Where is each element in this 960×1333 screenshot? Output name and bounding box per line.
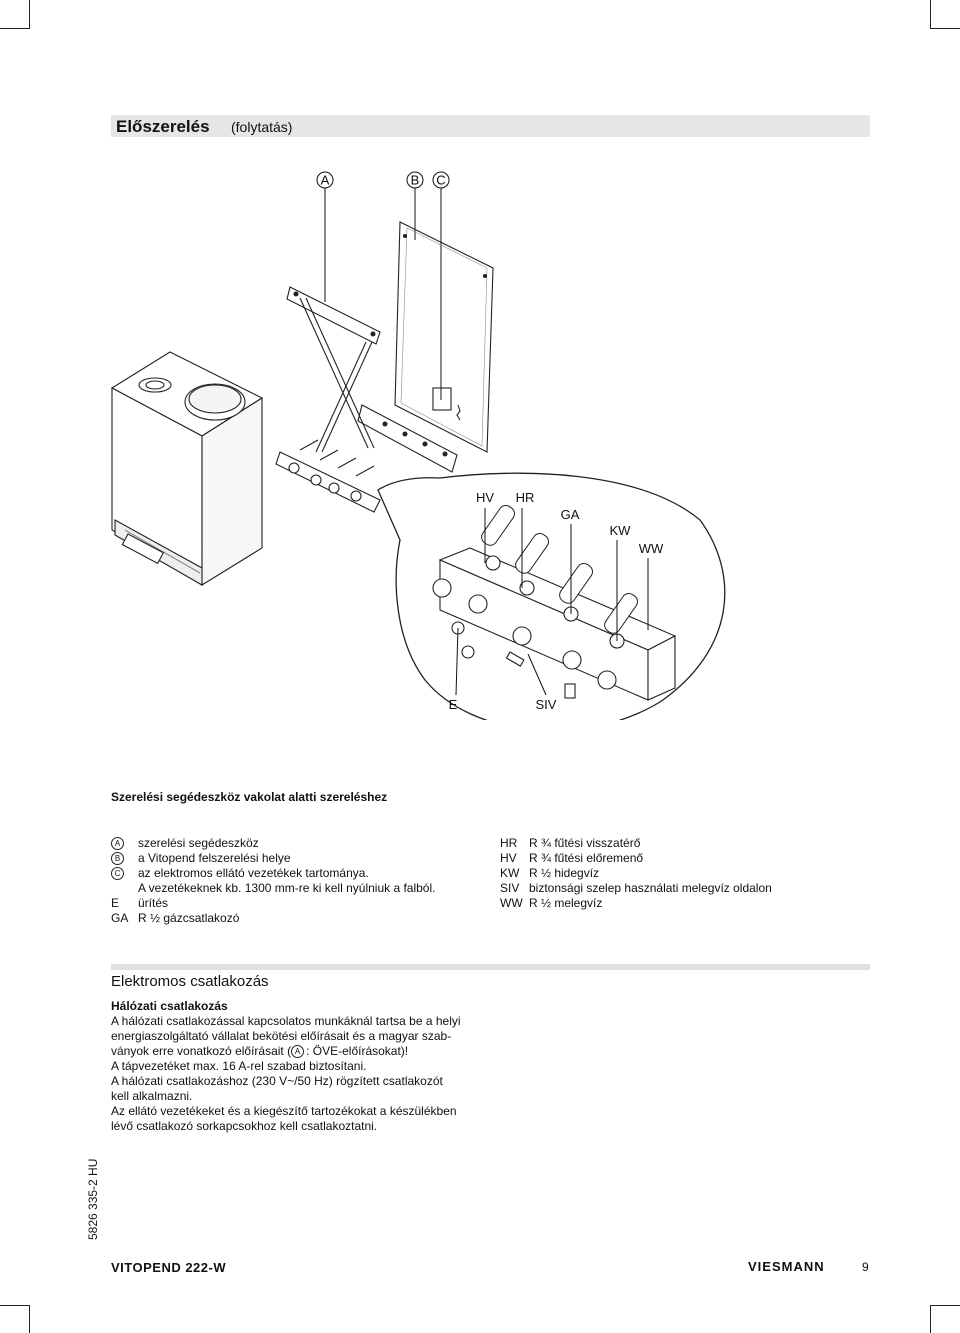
section-body: A hálózati csatlakozással kapcsolatos mu…	[111, 1014, 491, 1134]
callout-b: B	[406, 171, 424, 189]
legend-code: HR	[500, 836, 518, 850]
crop-mark-bl-v	[29, 1305, 30, 1333]
country-ref-badge: A	[291, 1045, 305, 1059]
body-line: Az ellátó vezetékeket és a kiegészítő ta…	[111, 1104, 457, 1118]
label-hr: HR	[516, 490, 535, 505]
legend-text: R ¾ fűtési előremenő	[529, 851, 644, 865]
callout-b-label: B	[411, 173, 420, 188]
body-line: kell alkalmazni.	[111, 1089, 193, 1103]
body-line: A hálózati csatlakozással kapcsolatos mu…	[111, 1014, 461, 1028]
legend-text: biztonsági szelep használati melegvíz ol…	[529, 881, 772, 895]
boiler-unit	[110, 351, 264, 586]
legend-item: HV R ¾ fűtési előremenő	[500, 851, 772, 866]
brand-logo: VIESMANN	[748, 1259, 825, 1274]
crop-mark-tr-h	[930, 28, 960, 29]
legend-text: a Vitopend felszerelési helye	[138, 851, 291, 865]
crop-mark-bl-h	[0, 1305, 30, 1306]
page-subtitle: (folytatás)	[231, 119, 293, 135]
legend-text: A vezetékeknek kb. 1300 mm-re ki kell ny…	[138, 881, 436, 895]
legend-item: WW R ½ melegvíz	[500, 896, 772, 911]
section-title: Elektromos csatlakozás	[111, 973, 269, 990]
connection-leaders	[455, 508, 649, 696]
legend-code	[111, 881, 138, 896]
detail-manifold	[432, 505, 677, 701]
body-line: A tápvezetéket max. 16 A-rel szabad bizt…	[111, 1059, 367, 1073]
section-subtitle: Hálózati csatlakozás	[111, 999, 228, 1013]
label-ww: WW	[639, 541, 664, 556]
body-line: energiaszolgáltató vállalat bekötési elő…	[111, 1029, 452, 1043]
mounting-plate-b	[394, 221, 494, 453]
legend-text: R ½ gázcsatlakozó	[138, 911, 240, 925]
legend-item: GA R ½ gázcsatlakozó	[111, 911, 435, 926]
legend-item: A vezetékeknek kb. 1300 mm-re ki kell ny…	[111, 881, 435, 896]
document-code: 5826 335-2 HU	[86, 1158, 100, 1240]
crop-mark-tr-v	[930, 0, 931, 28]
legend-code: SIV	[500, 881, 520, 895]
label-kw: KW	[610, 523, 632, 538]
legend-code: WW	[500, 896, 523, 910]
installation-frame-a	[275, 286, 458, 513]
product-name: VITOPEND 222-W	[111, 1260, 227, 1275]
body-line: ványok erre vonatkozó előírásait (A: ÖVE…	[111, 1044, 491, 1059]
crop-mark-tl-h	[0, 28, 30, 29]
installation-figure: A B C	[110, 171, 726, 720]
crop-mark-tl-v	[29, 0, 30, 28]
legend-item: KW R ½ hidegvíz	[500, 866, 772, 881]
page-title: Előszerelés	[116, 117, 210, 136]
legend-item: SIV biztonsági szelep használati melegvíz…	[500, 881, 772, 896]
connection-labels: HV HR GA KW WW E SIV	[449, 490, 664, 712]
callout-c: C	[432, 171, 450, 189]
legend-text: R ¾ fűtési visszatérő	[529, 836, 641, 850]
figure-caption: Szerelési segédeszköz vakolat alatti sze…	[111, 790, 388, 804]
callout-a: A	[316, 171, 334, 189]
legend-text: R ½ melegvíz	[529, 896, 603, 910]
legend-right: HR R ¾ fűtési visszatérő HV R ¾ fűtési elő…	[500, 836, 772, 911]
legend-code: HV	[500, 851, 517, 865]
legend-text: ürítés	[138, 896, 169, 910]
crop-mark-br-h	[930, 1305, 960, 1306]
body-line-pre: ványok erre vonatkozó előírásait (	[111, 1044, 292, 1058]
legend-item: HR R ¾ fűtési visszatérő	[500, 836, 772, 851]
legend-text: R ½ hidegvíz	[529, 866, 600, 880]
header-bar	[111, 115, 870, 137]
label-hv: HV	[476, 490, 494, 505]
legend-code: C	[111, 867, 124, 881]
label-e: E	[449, 697, 458, 712]
legend-text: az elektromos ellátó vezetékek tartomány…	[138, 866, 369, 880]
label-siv: SIV	[536, 697, 557, 712]
legend-code: GA	[111, 911, 129, 925]
page-number: 9	[862, 1260, 869, 1274]
crop-mark-br-v	[930, 1305, 931, 1333]
callout-a-label: A	[321, 173, 330, 188]
body-line-post: : ÖVE-előírásokat)!	[306, 1044, 409, 1058]
body-line: A hálózati csatlakozáshoz (230 V~/50 Hz)…	[111, 1074, 443, 1088]
legend-code: A	[111, 837, 124, 851]
section-divider	[111, 964, 870, 970]
callout-c-label: C	[436, 173, 445, 188]
label-ga: GA	[561, 507, 580, 522]
legend-text: szerelési segédeszköz	[138, 836, 259, 850]
legend-code: E	[111, 896, 120, 910]
body-line: lévő csatlakozó sorkapcsokhoz kell csatl…	[111, 1119, 378, 1133]
legend-code: B	[111, 852, 124, 866]
legend-code: KW	[500, 866, 520, 880]
